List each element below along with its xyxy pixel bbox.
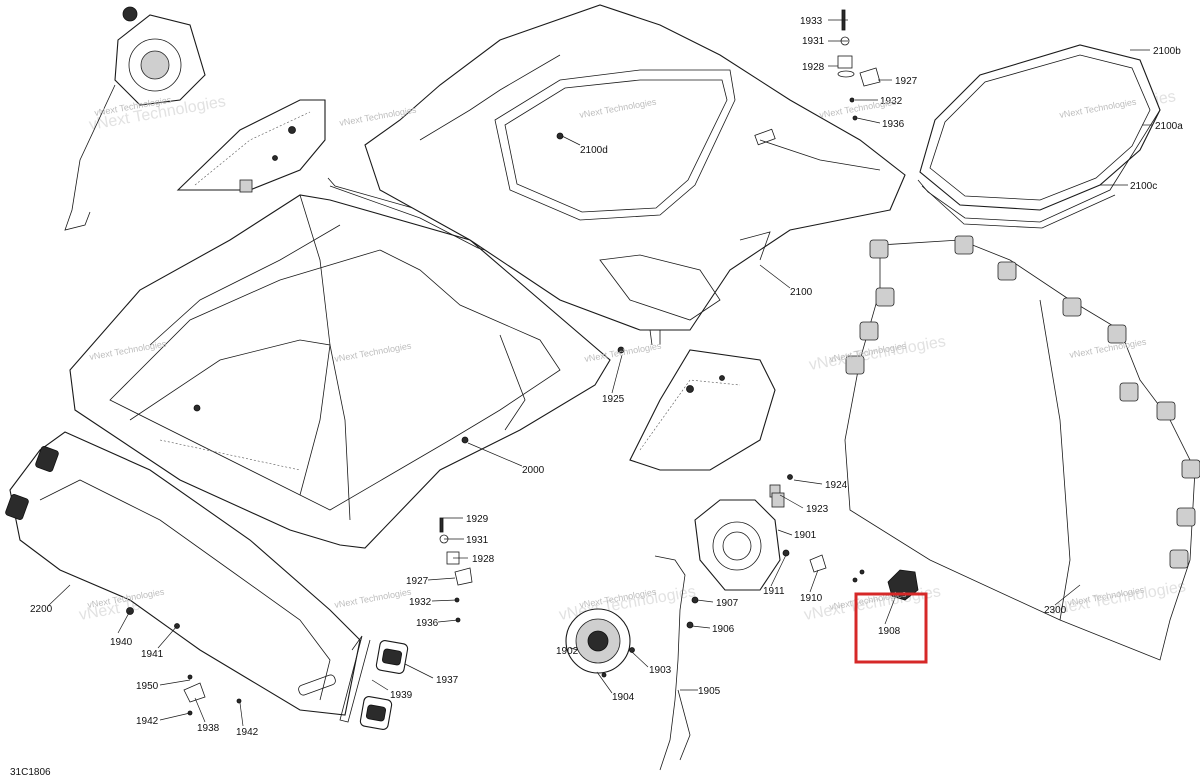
part-2200-visor [5,431,361,716]
callout-1901: 1901 [794,530,817,541]
callout-1938: 1938 [197,723,220,734]
part-1905-harness-branch [677,689,691,761]
callout-1936: 1936 [416,618,439,629]
callout-1907: 1907 [716,598,739,609]
part-2000-front-roof-panel [69,194,611,549]
callout-1910: 1910 [800,593,823,604]
callout-1939: 1939 [390,690,413,701]
highlight-box-1908 [854,592,928,664]
callout-1924: 1924 [825,480,848,491]
callout-1937: 1937 [436,675,459,686]
callout-1911: 1911 [763,586,785,597]
callout-2100b: 2100b [1153,46,1181,57]
part-2100-access-panel [917,44,1161,229]
callout-1929: 1929 [466,514,489,525]
callout-2100c: 2100c [1130,181,1157,192]
callout-1932: 1932 [880,96,903,107]
part-speaker-cover-left [176,99,326,193]
part-2100-rear-roof-panel [364,4,906,331]
callout-1928: 1928 [472,554,495,565]
callout-1931: 1931 [802,36,825,47]
callout-1902: 1902 [556,646,579,657]
enclosure-clips [845,235,1200,569]
callout-1933: 1933 [800,16,823,27]
callout-2100d: 2100d [580,145,608,156]
callout-1941: 1941 [141,649,164,660]
leader-lines [47,19,1153,727]
callout-1942: 1942 [136,716,159,727]
callout-2300: 2300 [1044,605,1067,616]
callout-1906: 1906 [712,624,735,635]
callout-1932: 1932 [409,597,432,608]
callout-1927: 1927 [895,76,918,87]
callout-1905: 1905 [698,686,721,697]
watermark: vNext Technologies [334,587,413,610]
fasteners [126,9,881,716]
callout-2000: 2000 [522,465,545,476]
callout-1931: 1931 [466,535,489,546]
callout-1950: 1950 [136,681,159,692]
callout-1927: 1927 [406,576,429,587]
callout-1925: 1925 [602,394,625,405]
callout-1936: 1936 [882,119,905,130]
callout-1942: 1942 [236,727,259,738]
part-1937-1939-trims [339,635,409,730]
callout-1904: 1904 [612,692,635,703]
watermark: vNext Technologies [584,341,663,364]
callout-labels: 1933 1931 1928 1927 1932 1936 2100b 2100… [30,16,1183,738]
callout-1928: 1928 [802,62,825,73]
part-speaker-cover-right [629,349,776,471]
part-1901-speaker-housing [694,484,781,591]
callout-2100a: 2100a [1155,121,1183,132]
part-speaker-top-left [64,6,206,231]
part-2300-enclosure [844,235,1200,661]
callout-1903: 1903 [649,665,672,676]
part-1905-harness [654,555,686,771]
callout-1923: 1923 [806,504,829,515]
part-1902-speaker [565,608,631,674]
callout-1940: 1940 [110,637,133,648]
callout-2100: 2100 [790,287,813,298]
callout-2200: 2200 [30,604,53,615]
callout-1908: 1908 [878,626,901,637]
reference-code: 31C1806 [10,767,51,778]
